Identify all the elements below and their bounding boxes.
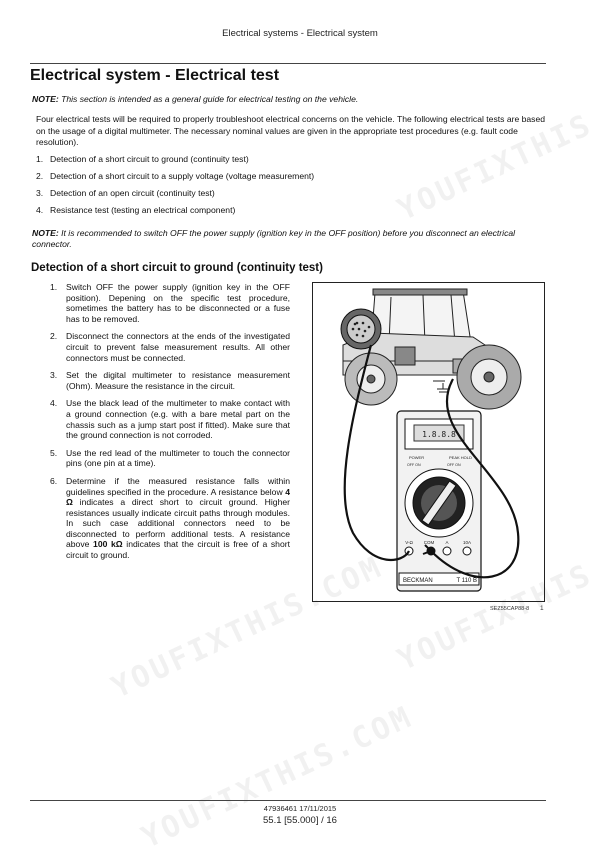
note-general: NOTE: This section is intended as a gene… [32,94,546,105]
step-text: Switch OFF the power supply (ignition ke… [66,282,290,324]
step-item: 1. Switch OFF the power supply (ignition … [50,282,290,324]
resistance-high-value: 100 kΩ [93,539,123,550]
jack-label: A [445,540,448,545]
jack-label: V-Ω [405,540,413,545]
test-leads [343,344,520,579]
step-item: 5. Use the red lead of the multimeter to … [50,448,290,469]
intro-paragraph: Four electrical tests will be required t… [36,114,546,147]
connector-illustration [340,308,382,350]
step-text: Use the red lead of the multimeter to to… [66,447,290,469]
multimeter-figure: 1.8.8.8 POWER OFF ON PEAK HOLD OFF ON V-… [312,282,545,602]
list-number: 2. [36,171,44,181]
jack-label: 10A [463,540,471,545]
step-number: 5. [50,447,58,458]
footer-page-number: 55.1 [55.000] / 16 [263,815,337,826]
step-text: Disconnect the connectors at the ends of… [66,331,290,363]
step-text: indicates a direct short to circuit grou… [66,497,290,550]
page-title: Electrical system - Electrical test [30,67,280,84]
list-item: 3. Detection of an open circuit (continui… [36,186,536,203]
meter-off-on-label: OFF ON [407,463,421,467]
step-item: 2. Disconnect the connectors at the ends … [50,331,290,363]
step-text: indicates that the circuit is free of a … [66,539,290,561]
arrow-icon [422,544,433,555]
jack-label: COM [424,540,435,545]
figure-caption: SEZ55CAP88-8 [490,606,530,612]
figure-number: 1 [540,605,544,612]
list-item: 2. Detection of a short circuit to a supp… [36,169,536,186]
note-text: This section is intended as a general gu… [58,94,359,104]
step-text: Determine if the measured resistance fal… [66,475,290,497]
step-text: Set the digital multimeter to resistance… [66,370,290,391]
list-number: 1. [36,154,44,164]
resistance-low-value: 4 Ω [66,486,290,508]
step-number: 2. [50,331,58,342]
step-item: 3. Set the digital multimeter to resistan… [50,370,290,391]
note-text: It is recommended to switch OFF the powe… [32,228,516,249]
list-item: 1. Detection of a short circuit to ground… [36,152,536,169]
watermark: YOUFIXTHIS.COM [136,699,419,856]
meter-off-on-label: OFF ON [447,463,461,467]
meter-peak-label: PEAK HOLD [449,455,472,460]
list-text: Detection of an open circuit (continuity… [50,188,215,198]
list-number: 4. [36,205,44,215]
step-text: Use the black lead of the multimeter to … [66,398,290,441]
note-power-off: NOTE: It is recommended to switch OFF th… [32,228,546,250]
multimeter-illustration: 1.8.8.8 POWER OFF ON PEAK HOLD OFF ON V-… [396,410,482,592]
step-item: 4. Use the black lead of the multimeter t… [50,398,290,440]
footer-divider [30,800,546,801]
list-text: Detection of a short circuit to a supply… [50,171,315,181]
list-number: 3. [36,188,44,198]
footer-document-id: 47936461 17/11/2015 [263,804,337,813]
title-divider [30,63,546,64]
page-header: Electrical systems - Electrical system [222,28,378,39]
list-text: Resistance test (testing an electrical c… [50,205,236,215]
list-item: 4. Resistance test (testing an electrical… [36,203,536,220]
procedure-steps: 1. Switch OFF the power supply (ignition … [50,282,290,568]
meter-display-value: 1.8.8.8 [422,430,456,439]
tractor-multimeter-illustration: 1.8.8.8 POWER OFF ON PEAK HOLD OFF ON V-… [340,288,522,592]
meter-power-label: POWER [409,455,424,460]
step-number: 4. [50,398,58,409]
step-number: 1. [50,282,58,292]
note-label: NOTE: [32,94,59,104]
step-number: 3. [50,370,58,381]
step-item: 6. Determine if the measured resistance f… [50,476,290,561]
section-title: Detection of a short circuit to ground (… [31,262,323,274]
meter-brand: BECKMAN [403,578,433,584]
note-label: NOTE: [32,228,59,238]
test-list: 1. Detection of a short circuit to ground… [36,152,536,220]
list-text: Detection of a short circuit to ground (… [50,154,249,164]
tractor-illustration [342,288,522,410]
step-number: 6. [50,475,58,486]
meter-model: T 110 B [457,578,477,584]
